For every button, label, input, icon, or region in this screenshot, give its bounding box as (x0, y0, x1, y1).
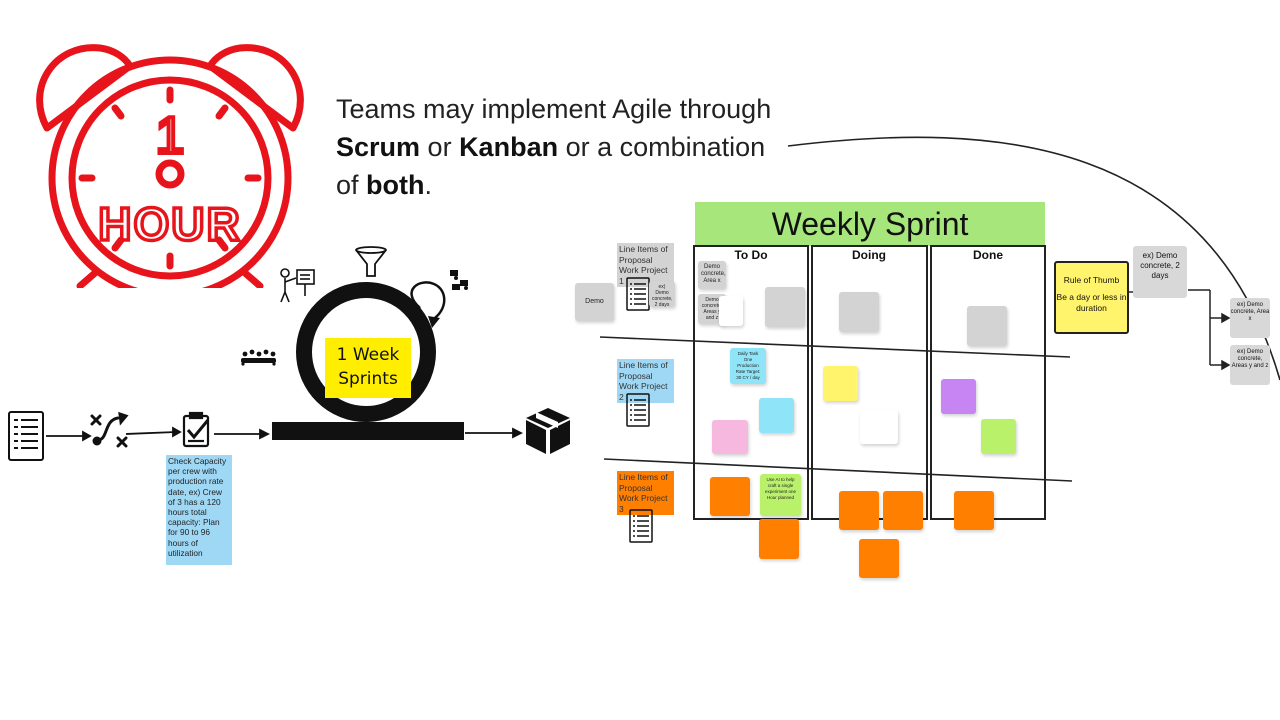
sticky-note (712, 420, 748, 454)
sprint-board-title: Weekly Sprint (695, 202, 1045, 246)
check-capacity-note: Check Capacity per crew with production … (166, 455, 232, 565)
column-header-doing: Doing (852, 248, 886, 262)
scrum-flow-diagram (8, 246, 570, 461)
headline-scrum: Scrum (336, 132, 421, 162)
lane-list-icon (626, 277, 650, 311)
alarm-clock-icon: 1 HOUR (36, 44, 304, 288)
sticky-note (839, 491, 879, 530)
headline-text-3: or a combination of (336, 132, 766, 200)
sticky-note (839, 292, 879, 332)
sticky-note (967, 306, 1007, 346)
backlog-list-icon (8, 411, 44, 461)
headline-both: both (366, 170, 425, 200)
sticky-note (859, 539, 899, 578)
funnel-icon (355, 246, 387, 277)
headline-text-4: . (424, 170, 433, 200)
example-note-area-x: ex) Demo concrete, Area x (1230, 298, 1270, 338)
sticky-note (981, 419, 1016, 454)
sticky-note (883, 491, 923, 530)
sprint-length-line2: Sprints (338, 369, 398, 389)
todo-note-2-days: ex) Demo concrete, 2 days (649, 281, 675, 308)
ai-experiment-note: Use AI to help craft a single experiment… (760, 474, 801, 516)
rule-of-thumb-body: Be a day or less in duration (1056, 292, 1127, 313)
team-icon (241, 349, 276, 366)
sticky-note (765, 287, 805, 327)
headline: Teams may implement Agile through Scrum … (336, 90, 776, 204)
headline-text-2: or (420, 132, 460, 162)
team-meeting-icon (450, 270, 468, 290)
sprint-length-line1: 1 Week (336, 345, 400, 365)
package-icon (526, 408, 570, 454)
clock-number: 1 (156, 107, 185, 165)
sticky-note (719, 296, 743, 326)
sticky-note (941, 379, 976, 414)
lane-list-icon (626, 393, 650, 427)
example-note-2-days: ex) Demo concrete, 2 days (1133, 246, 1187, 298)
sticky-note (860, 410, 898, 444)
column-header-todo: To Do (734, 248, 768, 262)
headline-kanban: Kanban (459, 132, 559, 162)
headline-text-1: Teams may implement Agile through (336, 94, 772, 124)
sticky-note (710, 477, 750, 516)
sticky-note (759, 519, 799, 559)
lane-label-project-3: Line Items of Proposal Work Project 3 (617, 471, 674, 515)
sticky-note (759, 398, 794, 433)
checklist-icon (182, 411, 210, 448)
column-todo (693, 245, 809, 520)
example-note-areas-y-z: ex) Demo concrete, Areas y and z (1230, 345, 1270, 385)
sticky-note (954, 491, 994, 530)
rule-of-thumb-note: Rule of Thumb Be a day or less in durati… (1054, 261, 1129, 334)
rule-of-thumb-title: Rule of Thumb (1063, 275, 1120, 285)
sprint-length-label: 1 Week Sprints (325, 338, 411, 398)
strategy-icon (90, 411, 129, 448)
presenter-icon (280, 268, 315, 303)
clock-hour-label: HOUR (98, 198, 241, 250)
demo-note: Demo (575, 283, 614, 321)
column-header-done: Done (973, 248, 1003, 262)
sticky-note (823, 366, 858, 401)
lane-list-icon (629, 509, 653, 543)
sprint-loop-icon (272, 281, 464, 440)
daily-task-note: Daily Task One Production Rate Target: 3… (730, 348, 766, 384)
todo-note-area-x: Demo concrete, Area x (698, 261, 726, 289)
